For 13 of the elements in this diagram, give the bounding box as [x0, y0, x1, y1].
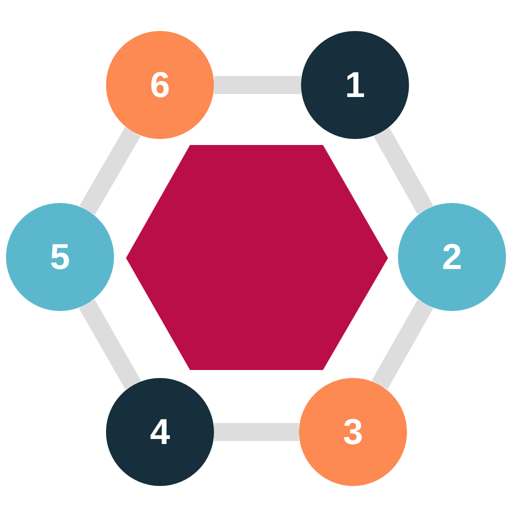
connector-line	[78, 299, 142, 390]
hexagon-shape	[126, 145, 388, 370]
node-number: 2	[442, 239, 462, 275]
node-number: 3	[342, 414, 364, 450]
node-number: 4	[150, 414, 170, 450]
connector-line	[372, 300, 434, 390]
node-number: 1	[344, 67, 366, 103]
connector-line	[79, 127, 141, 215]
node-number: 6	[150, 67, 170, 103]
connector-line	[374, 128, 434, 214]
node-number: 5	[50, 239, 70, 275]
connector-line	[214, 423, 299, 441]
connector-line	[214, 76, 301, 94]
